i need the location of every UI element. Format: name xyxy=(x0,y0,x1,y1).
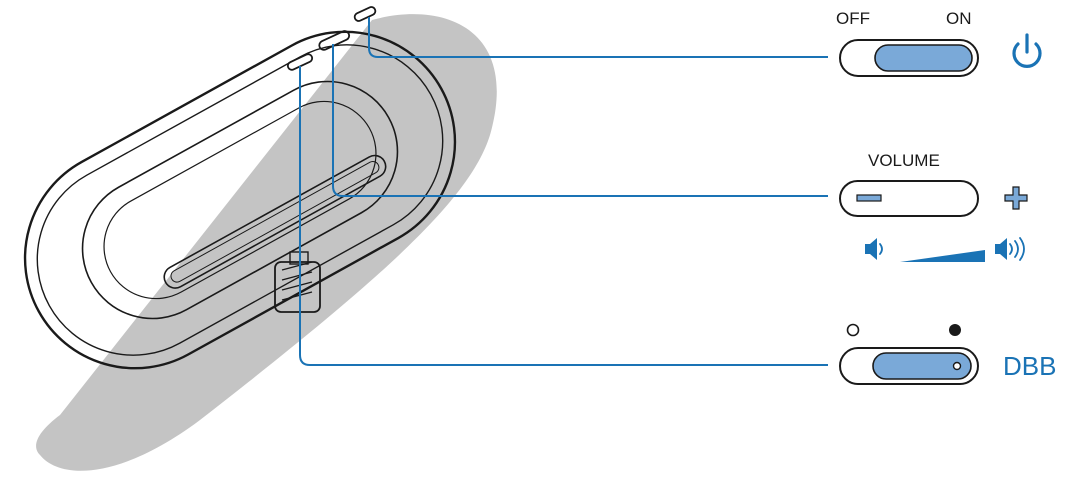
leader-line-power xyxy=(368,17,828,58)
dbb-label: DBB xyxy=(1003,351,1056,381)
power-on-label: ON xyxy=(946,9,972,28)
volume-ramp-wedge xyxy=(900,250,985,262)
power-switch-group: OFF ON xyxy=(836,9,1042,77)
dbb-switch[interactable] xyxy=(839,347,979,385)
speaker-power-button[interactable] xyxy=(353,6,377,23)
leader-line-dbb xyxy=(299,66,828,366)
power-switch-knob[interactable] xyxy=(874,44,973,72)
leader-line-volume xyxy=(332,44,828,197)
dbb-knob-dot xyxy=(952,361,962,371)
plus-icon[interactable] xyxy=(1004,186,1028,210)
circle-filled-icon xyxy=(949,324,961,336)
power-switch[interactable] xyxy=(839,39,979,77)
speaker-dbb-button[interactable] xyxy=(286,53,314,71)
speaker-shadow xyxy=(36,14,497,471)
leader-lines xyxy=(299,17,828,366)
circle-outline-icon xyxy=(846,323,860,337)
volume-title: VOLUME xyxy=(868,151,940,170)
dbb-switch-group: DBB xyxy=(839,323,1056,385)
power-off-label: OFF xyxy=(836,9,870,28)
speaker-high-icon xyxy=(995,237,1025,261)
speaker-body xyxy=(23,30,457,370)
speaker-volume-button[interactable] xyxy=(318,30,351,52)
minus-icon[interactable] xyxy=(856,194,882,202)
power-icon xyxy=(1012,33,1042,68)
speaker-low-icon xyxy=(865,238,883,260)
volume-control[interactable] xyxy=(839,180,1028,217)
speaker-illustration xyxy=(23,6,497,471)
volume-control-group: VOLUME xyxy=(839,151,1028,262)
dbb-switch-knob[interactable] xyxy=(872,352,972,380)
speaker-top-buttons xyxy=(286,6,377,71)
